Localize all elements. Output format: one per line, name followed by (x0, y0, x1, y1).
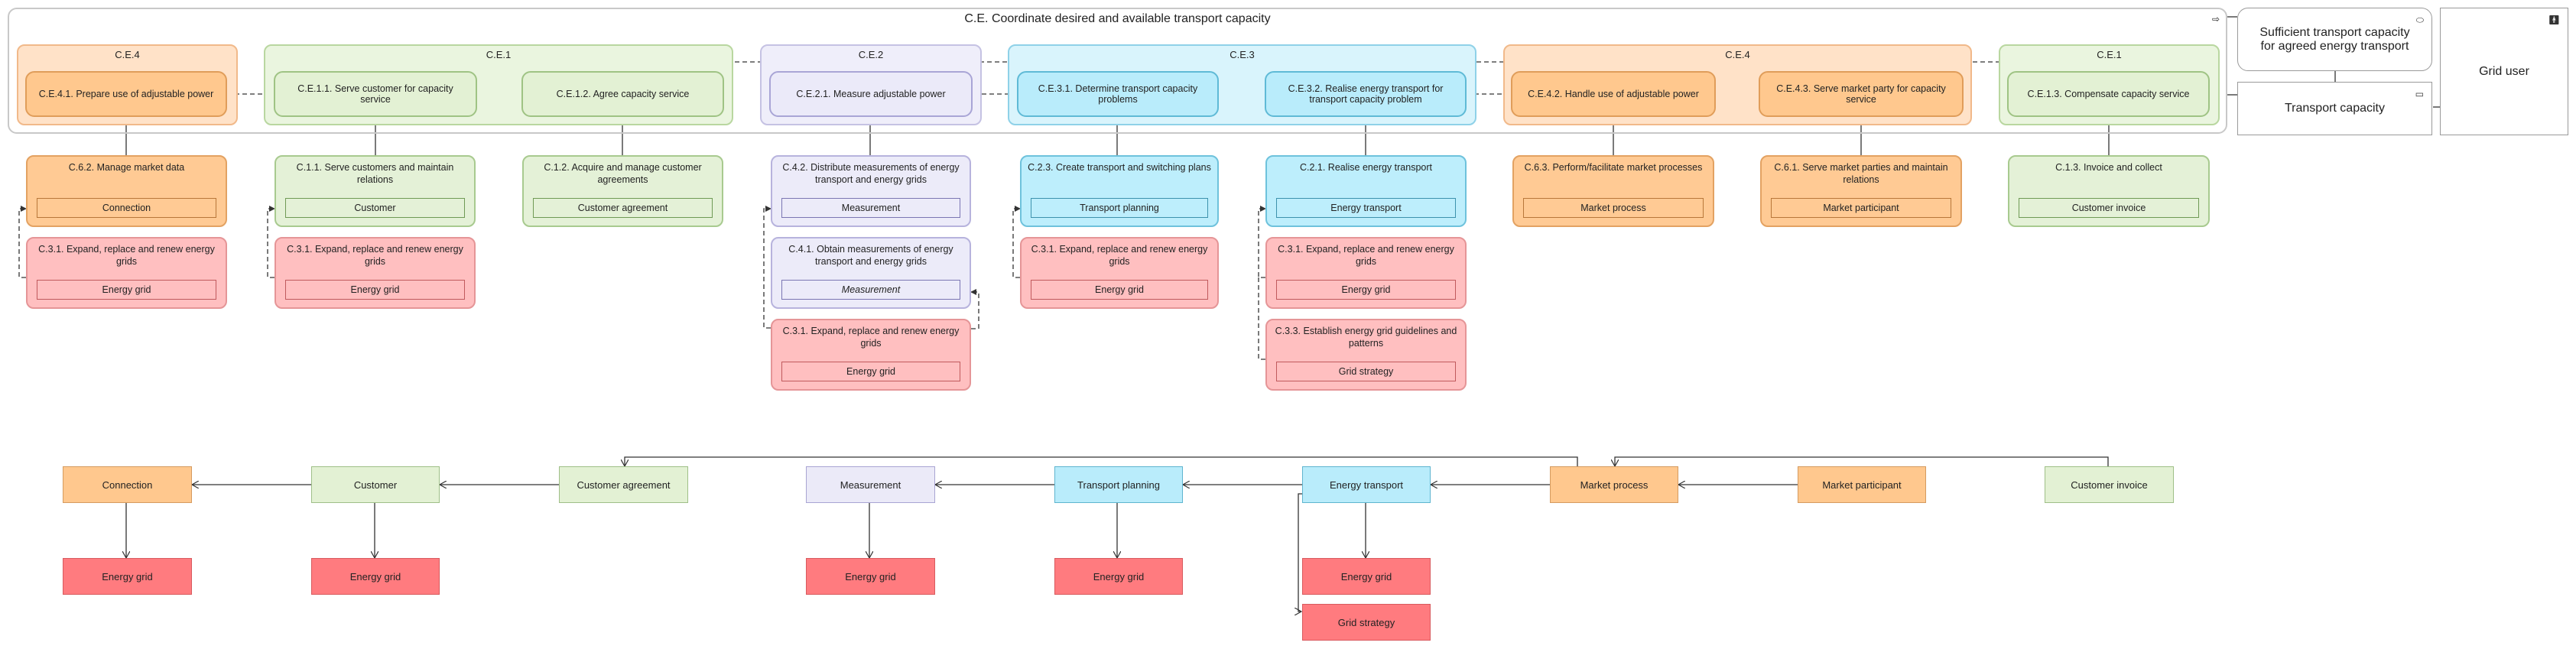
flow-grid-measurement-b (970, 289, 979, 329)
entity-energy-grid-2[interactable]: Energy grid (311, 558, 440, 595)
entity-market-participant[interactable]: Market participant (1798, 466, 1926, 503)
entity-measurement[interactable]: Measurement (806, 466, 935, 503)
service-box[interactable]: Transport capacity ▭ (2237, 82, 2432, 135)
flow-grid-transport-planning (1012, 206, 1021, 278)
card-object: Energy grid (285, 280, 465, 300)
flow-strategy-energy-transport (1258, 277, 1265, 360)
actor-icon: 🚹︎ (2548, 15, 2560, 25)
flow-grid-measurement-a (763, 206, 772, 329)
card-c62[interactable]: C.6.2. Manage market data Connection (26, 155, 227, 227)
service-icon: ▭ (2415, 89, 2424, 99)
card-c31-d[interactable]: C.3.1. Expand, replace and renew energy … (1265, 237, 1467, 309)
card-c23[interactable]: C.2.3. Create transport and switching pl… (1020, 155, 1219, 227)
function-ce41[interactable]: C.E.4.1. Prepare use of adjustable power (25, 71, 227, 117)
flow-grid-connection (18, 206, 27, 278)
entity-energy-transport[interactable]: Energy transport (1302, 466, 1431, 503)
function-ce32[interactable]: C.E.3.2. Realise energy transport for tr… (1265, 71, 1467, 117)
rel-market-process-agreement (625, 456, 1578, 466)
flow-grid-energy-transport (1258, 206, 1266, 278)
card-c31-e[interactable]: C.3.1. Expand, replace and renew energy … (771, 319, 971, 391)
function-ce42[interactable]: C.E.4.2. Handle use of adjustable power (1511, 71, 1716, 117)
card-c13[interactable]: C.1.3. Invoice and collect Customer invo… (2008, 155, 2210, 227)
function-ce13[interactable]: C.E.1.3. Compensate capacity service (2007, 71, 2210, 117)
frame-shape-icon: ⇨ (2211, 14, 2220, 24)
function-ce111[interactable]: C.E.1.1. Serve customer for capacity ser… (274, 71, 477, 117)
function-ce31[interactable]: C.E.3.1. Determine transport capacity pr… (1017, 71, 1219, 117)
card-object: Measurement (781, 198, 960, 218)
card-c21[interactable]: C.2.1. Realise energy transport Energy t… (1265, 155, 1467, 227)
entity-market-process[interactable]: Market process (1550, 466, 1678, 503)
card-object: Energy grid (37, 280, 216, 300)
card-object: Connection (37, 198, 216, 218)
card-object: Measurement (781, 280, 960, 300)
diagram-title: C.E. Coordinate desired and available tr… (964, 12, 1271, 25)
card-object: Energy grid (781, 362, 960, 381)
function-ce112[interactable]: C.E.1.2. Agree capacity service (521, 71, 724, 117)
entity-customer-agreement[interactable]: Customer agreement (559, 466, 688, 503)
card-c12[interactable]: C.1.2. Acquire and manage customer agree… (522, 155, 723, 227)
card-c41[interactable]: C.4.1. Obtain measurements of energy tra… (771, 237, 971, 309)
card-c63[interactable]: C.6.3. Perform/facilitate market process… (1512, 155, 1714, 227)
entity-energy-grid-3[interactable]: Energy grid (806, 558, 935, 595)
card-object: Transport planning (1031, 198, 1208, 218)
card-object: Customer (285, 198, 465, 218)
card-object: Energy grid (1031, 280, 1208, 300)
card-c11[interactable]: C.1.1. Serve customers and maintain rela… (274, 155, 476, 227)
diagram-frame: C.E. Coordinate desired and available tr… (8, 8, 2227, 134)
entity-energy-grid-1[interactable]: Energy grid (63, 558, 192, 595)
card-object: Energy grid (1276, 280, 1456, 300)
function-ce43[interactable]: C.E.4.3. Serve market party for capacity… (1759, 71, 1964, 117)
card-object: Customer agreement (533, 198, 713, 218)
card-object: Market process (1523, 198, 1704, 218)
flow-grid-customer (267, 206, 275, 278)
card-object: Market participant (1771, 198, 1951, 218)
card-c33[interactable]: C.3.3. Establish energy grid guidelines … (1265, 319, 1467, 391)
card-c31-a[interactable]: C.3.1. Expand, replace and renew energy … (26, 237, 227, 309)
card-c31-c[interactable]: C.3.1. Expand, replace and renew energy … (1020, 237, 1219, 309)
entity-energy-grid-5[interactable]: Energy grid (1302, 558, 1431, 595)
goal-box[interactable]: Sufficient transport capacity for agreed… (2237, 8, 2432, 71)
entity-transport-planning[interactable]: Transport planning (1054, 466, 1183, 503)
goal-ellipse-icon: ⬭ (2415, 15, 2424, 25)
entity-energy-grid-4[interactable]: Energy grid (1054, 558, 1183, 595)
card-object: Energy transport (1276, 198, 1456, 218)
card-c31-b[interactable]: C.3.1. Expand, replace and renew energy … (274, 237, 476, 309)
card-object: Grid strategy (1276, 362, 1456, 381)
rel-invoice-market-process (1615, 456, 2109, 466)
function-ce21[interactable]: C.E.2.1. Measure adjustable power (769, 71, 973, 117)
card-object: Customer invoice (2019, 198, 2199, 218)
actor-box[interactable]: Grid user 🚹︎ (2440, 8, 2568, 135)
card-c42[interactable]: C.4.2. Distribute measurements of energy… (771, 155, 971, 227)
entity-customer-invoice[interactable]: Customer invoice (2045, 466, 2174, 503)
entity-customer[interactable]: Customer (311, 466, 440, 503)
card-c61[interactable]: C.6.1. Serve market parties and maintain… (1760, 155, 1962, 227)
entity-grid-strategy[interactable]: Grid strategy (1302, 604, 1431, 641)
entity-connection[interactable]: Connection (63, 466, 192, 503)
